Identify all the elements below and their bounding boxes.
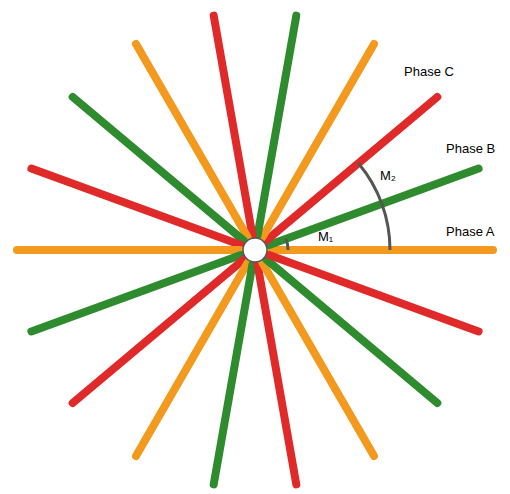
conductor-rod <box>31 169 241 245</box>
conductor-rods <box>17 16 493 485</box>
angle-arc <box>286 239 288 250</box>
phase-label: Phase C <box>404 64 454 79</box>
conductor-rod <box>214 265 253 485</box>
conductor-rod <box>214 16 253 236</box>
conductor-rod <box>258 265 297 485</box>
conductor-rod <box>263 44 375 237</box>
conductor-rod <box>73 260 244 403</box>
conductor-rod <box>17 246 240 254</box>
conductor-rod <box>136 263 248 456</box>
angle-label: M₂ <box>380 168 396 183</box>
conductor-rod <box>270 246 493 254</box>
conductor-rod <box>263 263 375 456</box>
angle-label: M₁ <box>318 229 333 244</box>
conductor-rod <box>269 255 479 331</box>
phase-label: Phase A <box>446 224 494 239</box>
conductor-rod <box>267 97 438 240</box>
conductor-rod <box>136 44 248 237</box>
phase-label: Phase B <box>446 141 495 156</box>
conductor-rod <box>258 16 297 236</box>
center-hole <box>243 238 267 262</box>
